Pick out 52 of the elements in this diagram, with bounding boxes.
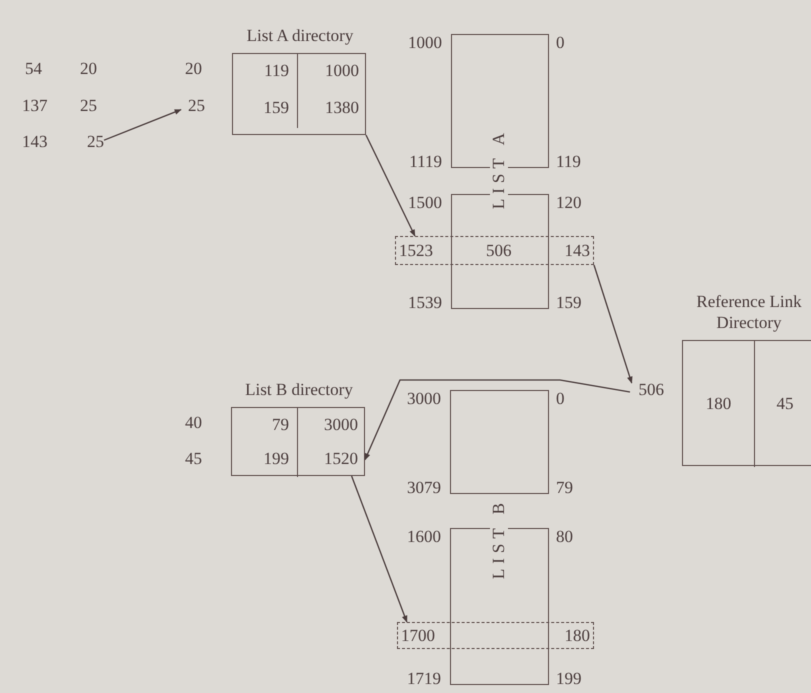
address-label: 1000 [408,34,442,52]
arrow [364,379,630,460]
address-label: 80 [556,528,573,546]
address-label: 199 [556,670,582,688]
address-label: 3079 [407,479,441,497]
table-cell: 79 [232,408,297,441]
address-label: 1600 [407,528,441,546]
arrow [365,134,416,237]
address-label: 1500 [408,194,442,212]
row-label: 143 [22,133,48,151]
row-label: 20 [185,60,202,78]
address-label: 1119 [409,153,442,171]
record-field: 1523 [399,240,433,260]
address-label: 1539 [408,294,442,312]
table-cell: 3000 [297,408,366,441]
row-label: 137 [22,97,48,115]
row-label: 20 [80,60,97,78]
address-label: 0 [556,34,564,52]
arrow [593,264,632,384]
address-label: 120 [556,194,582,212]
table-cell: 1000 [297,54,367,88]
arrow [351,476,408,623]
address-label: 79 [556,479,573,497]
address-label: 0 [556,390,564,408]
row-label: 25 [80,97,97,115]
table-title: List A directory [246,25,354,46]
row-label: 40 [185,414,202,432]
table-cell: 180 [683,341,754,467]
table-cell: 1520 [297,441,366,477]
address-label: 3000 [407,390,441,408]
record-field: 143 [564,240,590,260]
table-title: Reference Link Directory [695,291,803,333]
table-cell: 1380 [297,88,367,128]
table-cell: 159 [233,88,297,128]
address-label: 1719 [407,670,441,688]
address-label: 119 [556,153,581,171]
value-label: 25 [80,133,104,151]
value-label: 25 [181,97,205,115]
row-label: 45 [185,450,202,468]
arrow [104,109,182,141]
record-field: 506 [486,240,512,260]
address-label: 159 [556,294,582,312]
record-field: 1700 [401,626,435,646]
table-cell: 119 [233,54,297,88]
table-cell: 45 [754,341,811,467]
row-label: 54 [25,60,42,78]
table-title: List B directory [244,379,354,400]
value-label: 506 [630,381,664,401]
record-box [395,236,594,265]
table-cell: 199 [232,441,297,477]
record-box [397,622,594,649]
record-field: 180 [564,626,590,646]
